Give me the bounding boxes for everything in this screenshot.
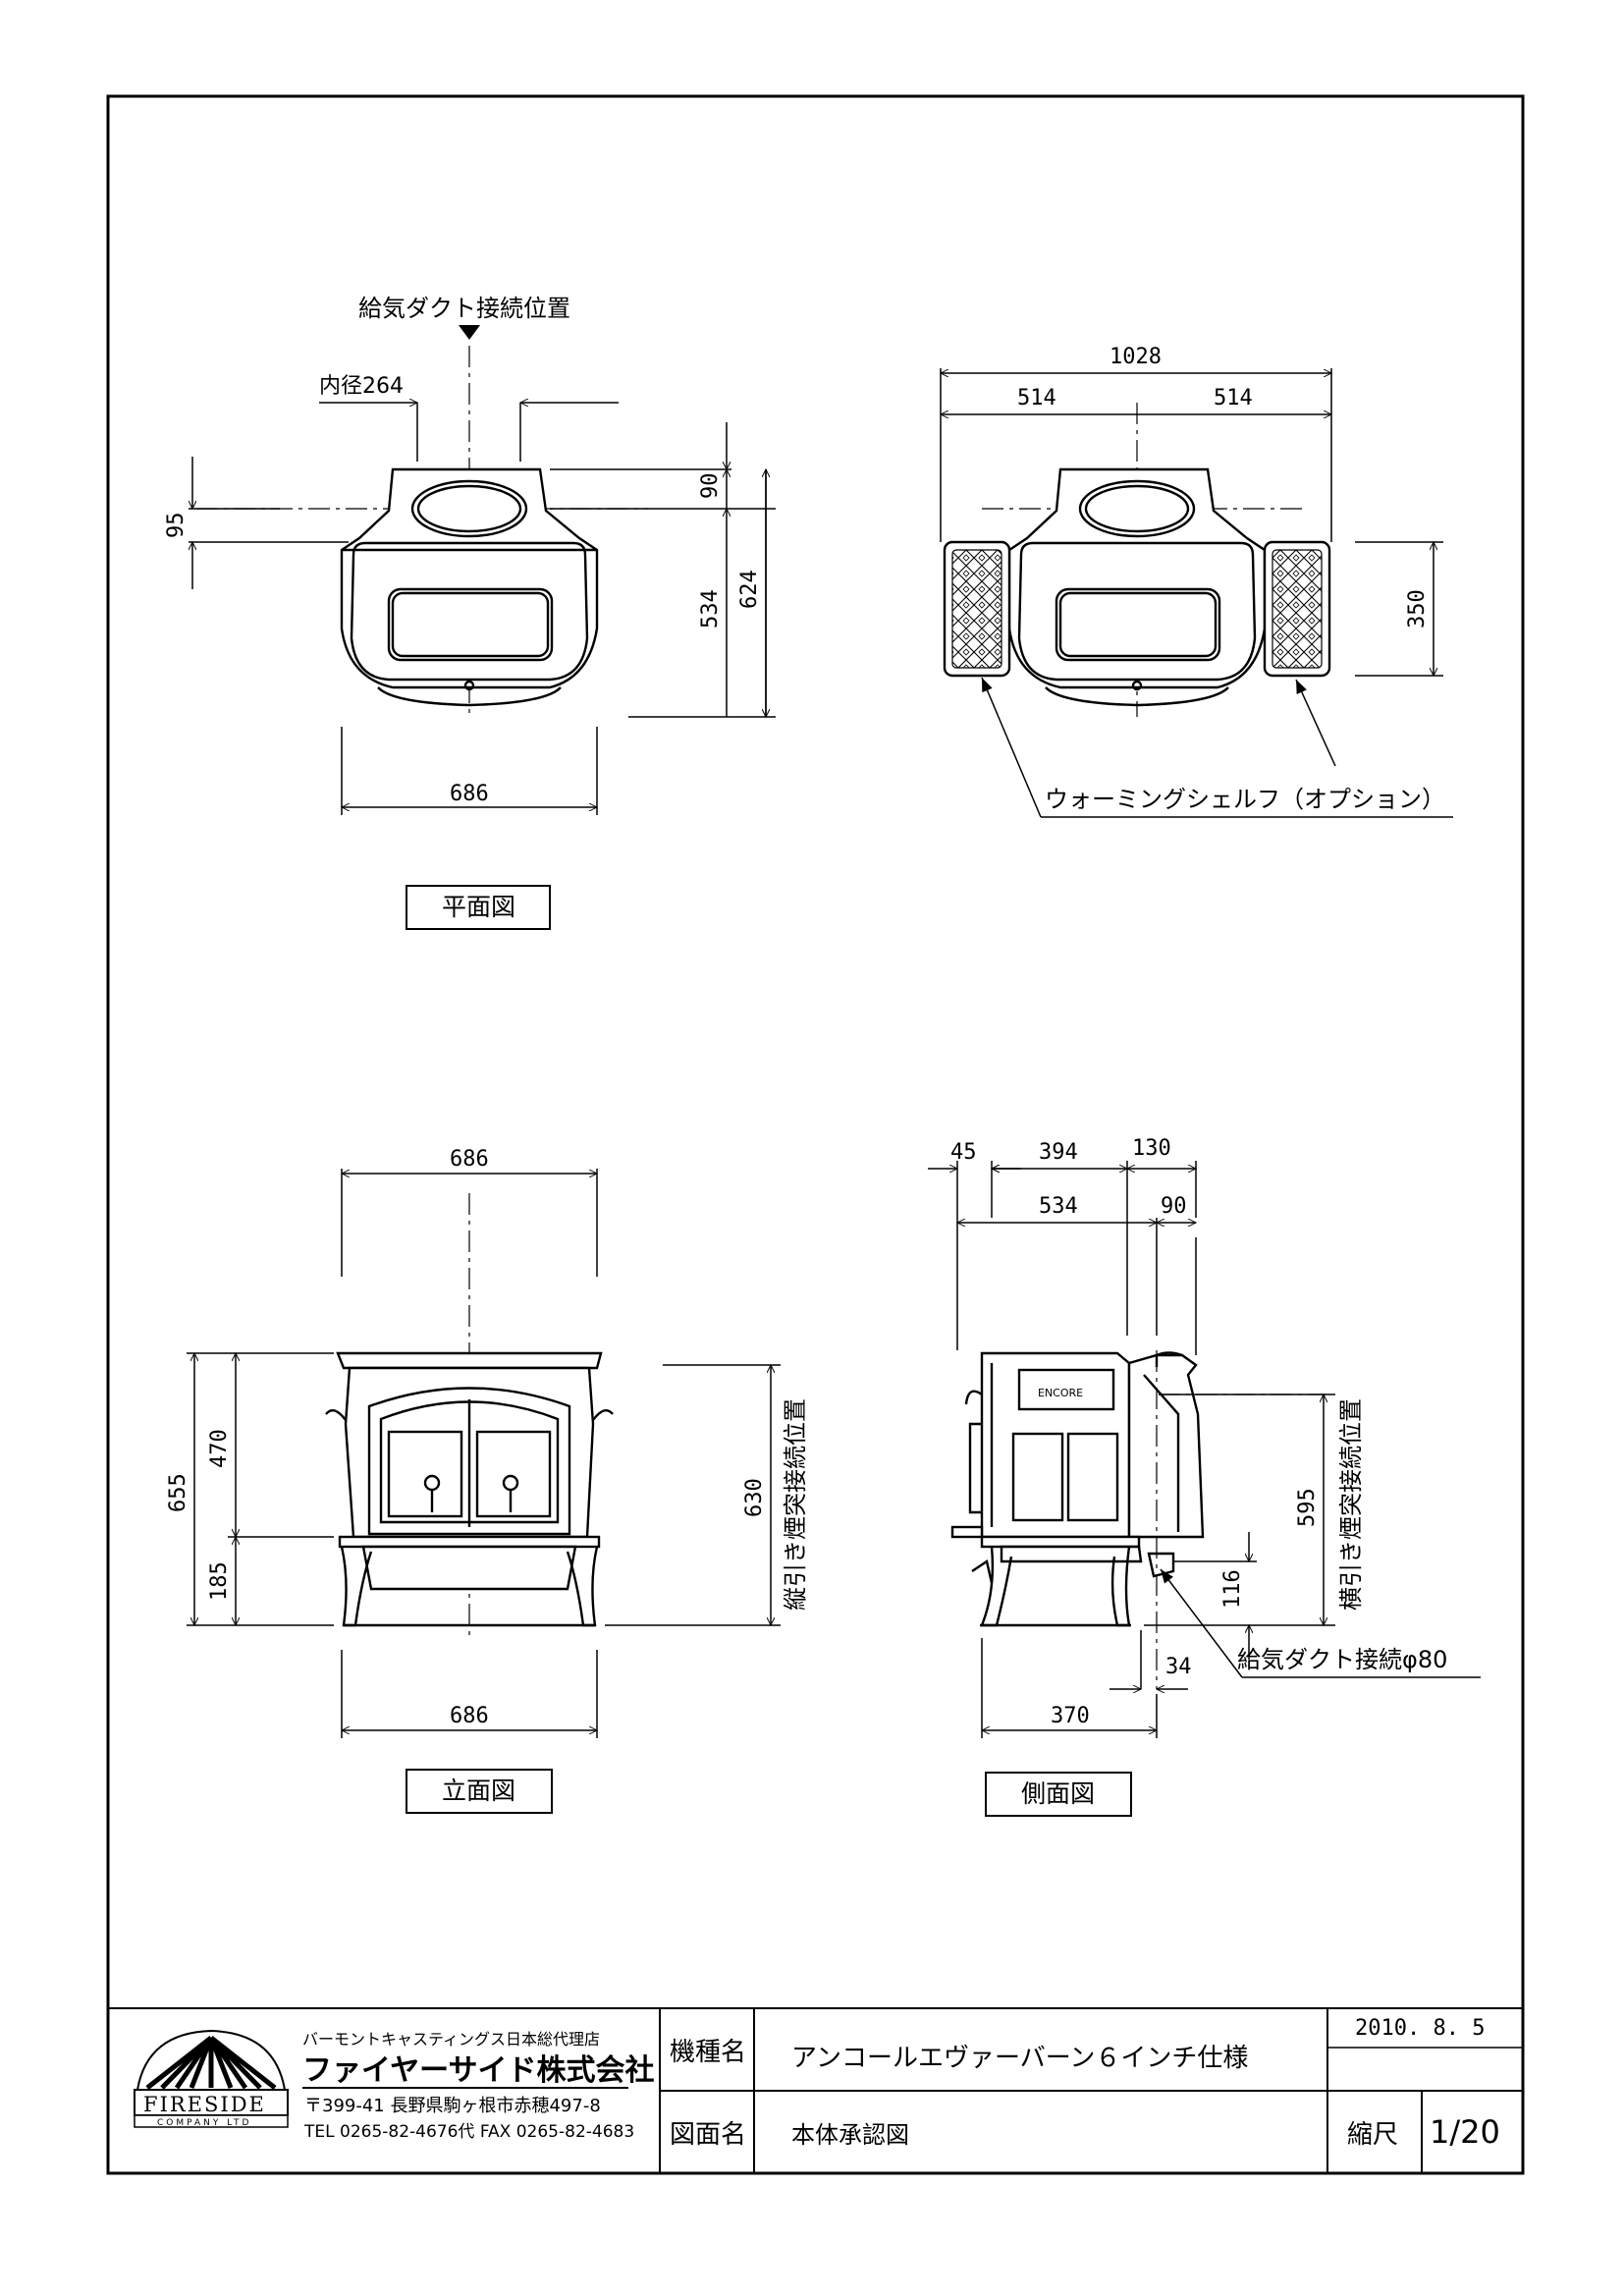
side-title: 側面図: [1021, 1779, 1095, 1808]
front-title-box: [406, 1769, 553, 1814]
side-badge: ENCORE: [1038, 1387, 1083, 1399]
side-dim-116: 116: [1220, 1569, 1245, 1609]
left-warming-shelf: [943, 540, 1011, 678]
plan-dim-624: 624: [737, 570, 762, 609]
front-dim-bottom-686: 686: [450, 1704, 489, 1728]
company-tagline: バーモントキャスティングス日本総代理店: [302, 2030, 600, 2049]
date: 2010. 8. 5: [1355, 2016, 1485, 2041]
plan-dim-534: 534: [698, 589, 723, 629]
side-flue-label: 横引き煙突接続位置: [1337, 1398, 1365, 1611]
shelf-leader-right: [1295, 679, 1336, 767]
plan-dim-686: 686: [450, 782, 489, 806]
side-duct-leader: [1160, 1568, 1243, 1678]
plan-inner-diameter: 内径264: [319, 374, 404, 399]
title-block: FIRESIDE COMPANY LTD バーモントキャスティングス日本総代理店…: [108, 2007, 1523, 2173]
logo-text: FIRESIDE: [143, 2093, 266, 2116]
plan-duct-marker: [459, 325, 480, 340]
company-contact: TEL 0265-82-4676代 FAX 0265-82-4683: [303, 2122, 634, 2142]
side-dim-534: 534: [1039, 1194, 1078, 1219]
plan-view: 給気ダクト接続位置 内径264 90 534 624: [164, 295, 776, 930]
drawing-value: 本体承認図: [791, 2121, 909, 2149]
side-dim-130: 130: [1132, 1136, 1171, 1161]
front-title: 立面図: [442, 1777, 515, 1805]
side-dim-394: 394: [1039, 1140, 1078, 1165]
shelf-dim-350: 350: [1405, 589, 1430, 629]
plan-title: 平面図: [442, 893, 515, 921]
drawing-label: 図面名: [670, 2120, 746, 2150]
shelf-label: ウォーミングシェルフ（オプション）: [1045, 786, 1445, 813]
side-title-box: [985, 1772, 1132, 1817]
side-dim-90: 90: [1161, 1194, 1187, 1219]
shelf-leader-left: [981, 677, 1042, 818]
side-dim-34: 34: [1165, 1655, 1192, 1679]
scale-label: 縮尺: [1347, 2120, 1398, 2150]
side-dim-45: 45: [950, 1140, 977, 1165]
plan-duct-label: 給気ダクト接続位置: [358, 295, 570, 322]
side-dim-595: 595: [1295, 1488, 1320, 1527]
fireside-logo: FIRESIDE COMPANY LTD: [134, 2029, 289, 2128]
side-dim-370: 370: [1051, 1704, 1090, 1728]
plan-title-box: [406, 885, 551, 930]
side-duct-label: 給気ダクト接続φ80: [1237, 1646, 1447, 1673]
plan-shelf-view: 1028 514 514 350 ウォーミングシェルフ（オプション）: [941, 345, 1453, 818]
company-name: ファイヤーサイド株式会社: [302, 2053, 655, 2088]
model-value: アンコールエヴァーバーン６インチ仕様: [791, 2044, 1248, 2073]
sheet-border: [106, 94, 1525, 2175]
plan-dim-90: 90: [698, 473, 723, 500]
front-dim-470: 470: [207, 1429, 232, 1468]
logo-subtext: COMPANY LTD: [157, 2118, 251, 2128]
front-dim-top-686: 686: [450, 1147, 489, 1172]
plan-dim-95: 95: [164, 513, 189, 539]
front-dim-630: 630: [742, 1478, 767, 1517]
side-view: 45 394 130 534 90 ENCORE: [928, 1136, 1481, 1817]
shelf-dim-514-left: 514: [1017, 386, 1056, 410]
right-warming-shelf: [1263, 540, 1331, 678]
shelf-dim-1028: 1028: [1110, 345, 1162, 369]
front-flue-label: 縦引き煙突接続位置: [782, 1398, 809, 1611]
company-address: 〒399-41 長野県駒ヶ根市赤穂497-8: [304, 2096, 601, 2116]
front-dim-185: 185: [207, 1561, 232, 1601]
front-view: 686 655 470 185: [166, 1147, 809, 1814]
front-dim-655: 655: [166, 1473, 190, 1512]
scale-value: 1/20: [1430, 2113, 1500, 2151]
model-label: 機種名: [670, 2038, 746, 2067]
shelf-dim-514-right: 514: [1214, 386, 1253, 410]
